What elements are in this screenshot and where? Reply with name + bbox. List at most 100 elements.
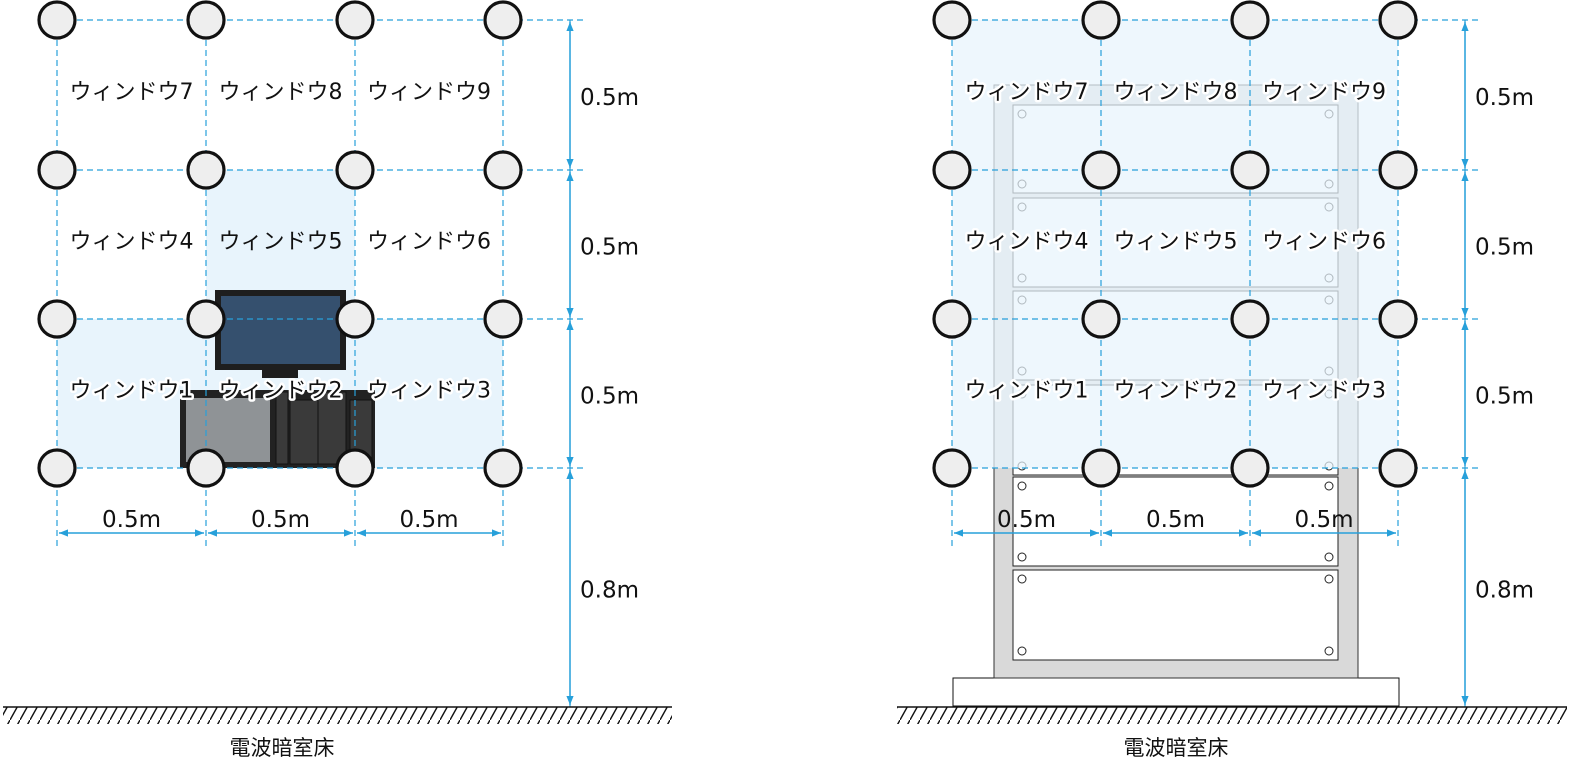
antenna-position-icon	[483, 0, 523, 40]
window-label: ウィンドウ7	[965, 80, 1089, 105]
right-dimensions: 0.5m 0.5m 0.5m 0.5m 0.5m 0.5m 0.8m	[954, 20, 1534, 707]
antenna-position-icon	[186, 150, 226, 190]
left-diagram: ウィンドウ7 ウィンドウ8 ウィンドウ9 ウィンドウ4 ウィンドウ5 ウィンドウ6 ウィンド…	[3, 0, 672, 760]
height-dimension-label: 0.8m	[1475, 578, 1534, 604]
antenna-position-icon	[1081, 299, 1121, 339]
column-dimension-label: 0.5m	[102, 507, 161, 533]
screw-icon	[1324, 646, 1334, 656]
window-label: ウィンドウ7	[70, 80, 194, 105]
screw-icon	[1017, 481, 1027, 491]
floor-hatch-icon	[897, 707, 1567, 724]
antenna-position-icon	[1378, 448, 1418, 488]
floor-label: 電波暗室床	[1124, 736, 1229, 760]
antenna-position-icon	[1081, 448, 1121, 488]
device-dark-slot	[317, 391, 347, 465]
rack-base	[952, 677, 1400, 707]
window-highlight	[952, 20, 1101, 170]
floor-label: 電波暗室床	[230, 736, 335, 760]
row-dimension-label: 0.5m	[580, 235, 639, 261]
window-highlight	[1101, 319, 1250, 468]
monitor-stand	[262, 370, 298, 378]
antenna-position-icon	[335, 150, 375, 190]
column-dimension-label: 0.5m	[1295, 507, 1354, 533]
screw-icon	[1017, 574, 1027, 584]
window-label: ウィンドウ3	[1262, 379, 1386, 404]
monitor-screen	[221, 296, 340, 364]
antenna-position-icon	[37, 299, 77, 339]
antenna-position-icon	[1081, 150, 1121, 190]
left-floor: 電波暗室床	[3, 706, 672, 760]
antenna-position-icon	[1378, 150, 1418, 190]
window-label: ウィンドウ6	[367, 230, 491, 255]
window-label: ウィンドウ9	[367, 80, 491, 105]
row-dimension-label: 0.5m	[580, 85, 639, 111]
antenna-position-icon	[37, 150, 77, 190]
window-label: ウィンドウ9	[1262, 80, 1386, 105]
window-label: ウィンドウ3	[367, 379, 491, 404]
window-label: ウィンドウ4	[70, 230, 194, 255]
window-highlight	[1250, 319, 1398, 468]
antenna-position-icon	[932, 299, 972, 339]
column-dimension-label: 0.5m	[400, 507, 459, 533]
row-dimension-label: 0.5m	[1475, 384, 1534, 410]
antenna-position-icon	[1230, 299, 1270, 339]
window-label: ウィンドウ5	[1114, 230, 1238, 255]
window-highlight	[355, 319, 503, 468]
height-dimension-label: 0.8m	[580, 578, 639, 604]
window-label: ウィンドウ2	[1114, 379, 1238, 404]
antenna-position-icon	[932, 448, 972, 488]
column-dimension-label: 0.5m	[997, 507, 1056, 533]
window-label: ウィンドウ6	[1262, 230, 1386, 255]
floor-hatch-icon	[3, 707, 672, 724]
antenna-position-icon	[37, 0, 77, 40]
window-label: ウィンドウ2	[219, 379, 343, 404]
rack-panel	[1012, 569, 1339, 661]
row-dimension-label: 0.5m	[1475, 235, 1534, 261]
left-window-labels: ウィンドウ7 ウィンドウ8 ウィンドウ9 ウィンドウ4 ウィンドウ5 ウィンドウ6 ウィンド…	[67, 80, 494, 406]
antenna-position-icon	[932, 150, 972, 190]
antenna-position-icon	[1378, 299, 1418, 339]
row-dimension-label: 0.5m	[580, 384, 639, 410]
antenna-position-icon	[37, 448, 77, 488]
antenna-position-icon	[483, 150, 523, 190]
antenna-position-icon	[483, 299, 523, 339]
screw-icon	[1324, 552, 1334, 562]
right-floor: 電波暗室床	[897, 706, 1567, 760]
device-dark-slot	[275, 391, 289, 465]
screw-icon	[1324, 481, 1334, 491]
antenna-position-icon	[932, 0, 972, 40]
antenna-position-icon	[335, 299, 375, 339]
antenna-position-icon	[1230, 448, 1270, 488]
window-highlight	[1250, 170, 1398, 319]
antenna-position-icon	[483, 448, 523, 488]
antenna-position-icon	[1230, 150, 1270, 190]
screw-icon	[1324, 574, 1334, 584]
antenna-position-icon	[1081, 0, 1121, 40]
device-dark-slot	[289, 399, 319, 465]
window-highlight	[1250, 20, 1398, 170]
window-highlight	[1101, 20, 1250, 170]
antenna-position-icon	[1378, 0, 1418, 40]
window-label: ウィンドウ4	[965, 230, 1089, 255]
antenna-position-icon	[335, 448, 375, 488]
column-dimension-label: 0.5m	[1146, 507, 1205, 533]
window-highlight	[1101, 170, 1250, 319]
right-antenna-positions	[932, 0, 1418, 488]
antenna-position-icon	[186, 299, 226, 339]
window-label: ウィンドウ5	[219, 230, 343, 255]
antenna-position-icon	[335, 0, 375, 40]
window-highlight	[952, 319, 1101, 468]
screw-icon	[1017, 646, 1027, 656]
window-highlight	[952, 170, 1101, 319]
antenna-position-icon	[1230, 0, 1270, 40]
window-label: ウィンドウ8	[219, 80, 343, 105]
left-antenna-positions	[37, 0, 523, 488]
screw-icon	[1017, 552, 1027, 562]
row-dimension-label: 0.5m	[1475, 85, 1534, 111]
column-dimension-label: 0.5m	[251, 507, 310, 533]
right-window-highlights	[952, 20, 1398, 468]
